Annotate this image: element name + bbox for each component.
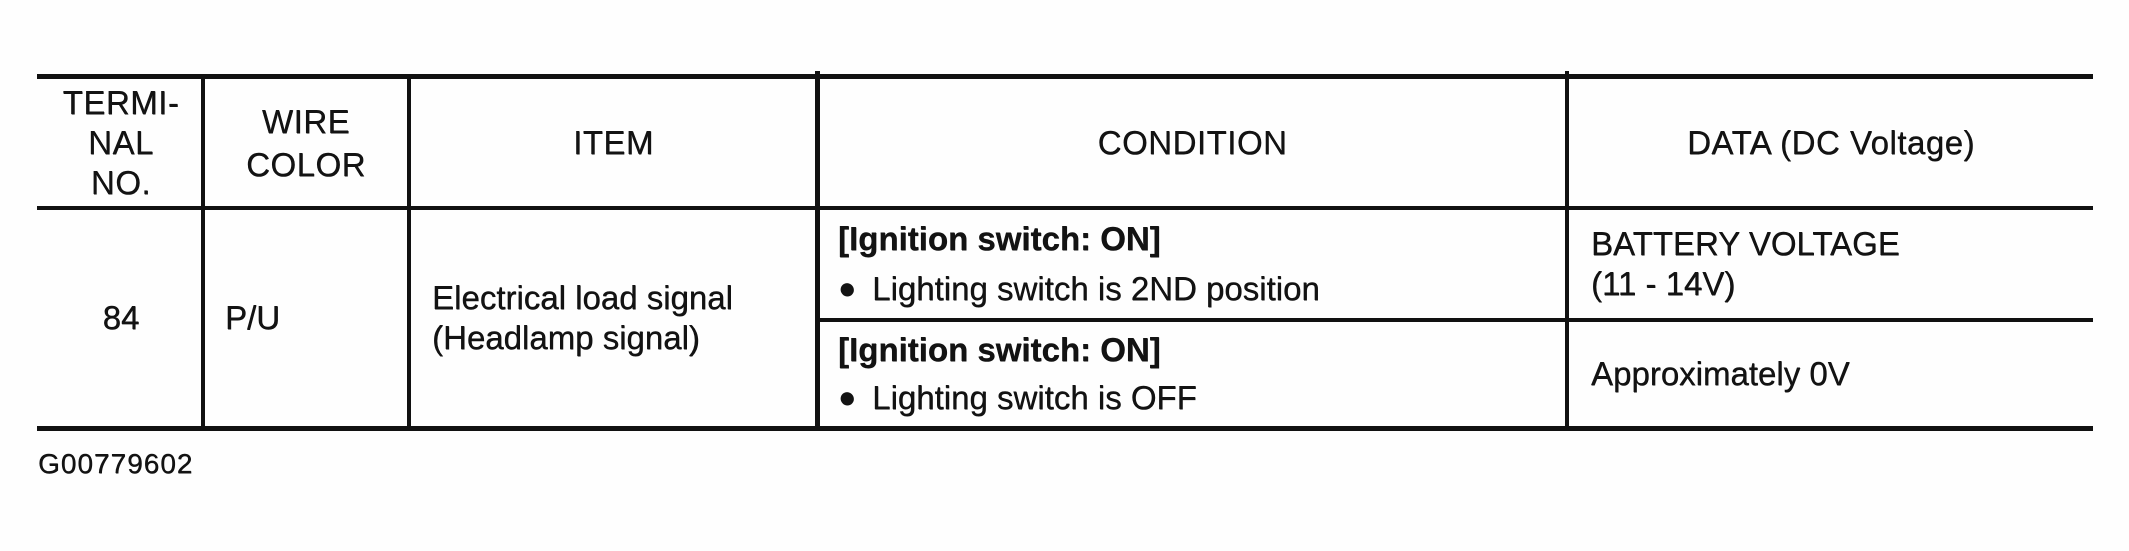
cell-data-voltage-2: Approximately 0V — [1591, 355, 1850, 392]
table-border-bottom — [37, 426, 2093, 431]
divider-condition-data — [1565, 71, 1569, 431]
condition-1-detail-text: Lighting switch is 2ND position — [872, 269, 1320, 307]
divider-terminal-wire — [201, 74, 205, 431]
column-header-item: ITEM — [573, 123, 654, 161]
cell-terminal-no: 84 — [102, 299, 140, 336]
column-header-terminal-no: TERMI- NAL NO. — [62, 83, 180, 201]
condition-1-detail-row: ● Lighting switch is 2ND position — [838, 269, 1565, 309]
condition-2-detail-text: Lighting switch is OFF — [872, 379, 1197, 416]
condition-row-divider — [818, 318, 2093, 322]
column-header-condition: CONDITION — [1097, 123, 1288, 161]
cell-data-voltage-1: BATTERY VOLTAGE (11 - 14V) — [1591, 225, 1900, 302]
bullet-icon: ● — [838, 271, 857, 305]
table-border-top — [37, 74, 2093, 79]
divider-wire-item — [407, 74, 411, 431]
bullet-icon: ● — [838, 381, 857, 414]
cell-wire-color: P/U — [225, 299, 281, 336]
divider-item-condition — [815, 71, 820, 431]
condition-1-ignition-state: [Ignition switch: ON] — [838, 220, 1161, 258]
cell-condition-2: [Ignition switch: ON] ● Lighting switch … — [820, 322, 1565, 426]
column-header-wire-color: WIRE COLOR — [246, 102, 366, 183]
condition-2-ignition-state: [Ignition switch: ON] — [838, 331, 1161, 368]
condition-2-detail-row: ● Lighting switch is OFF — [838, 378, 1565, 418]
cell-item: Electrical load signal (Headlamp signal) — [432, 279, 733, 356]
cell-condition-1: [Ignition switch: ON] ● Lighting switch … — [820, 210, 1565, 318]
figure-id-label: G00779602 — [38, 448, 194, 479]
header-row-divider — [37, 206, 2093, 210]
column-header-data-dc-voltage: DATA (DC Voltage) — [1687, 123, 1975, 161]
